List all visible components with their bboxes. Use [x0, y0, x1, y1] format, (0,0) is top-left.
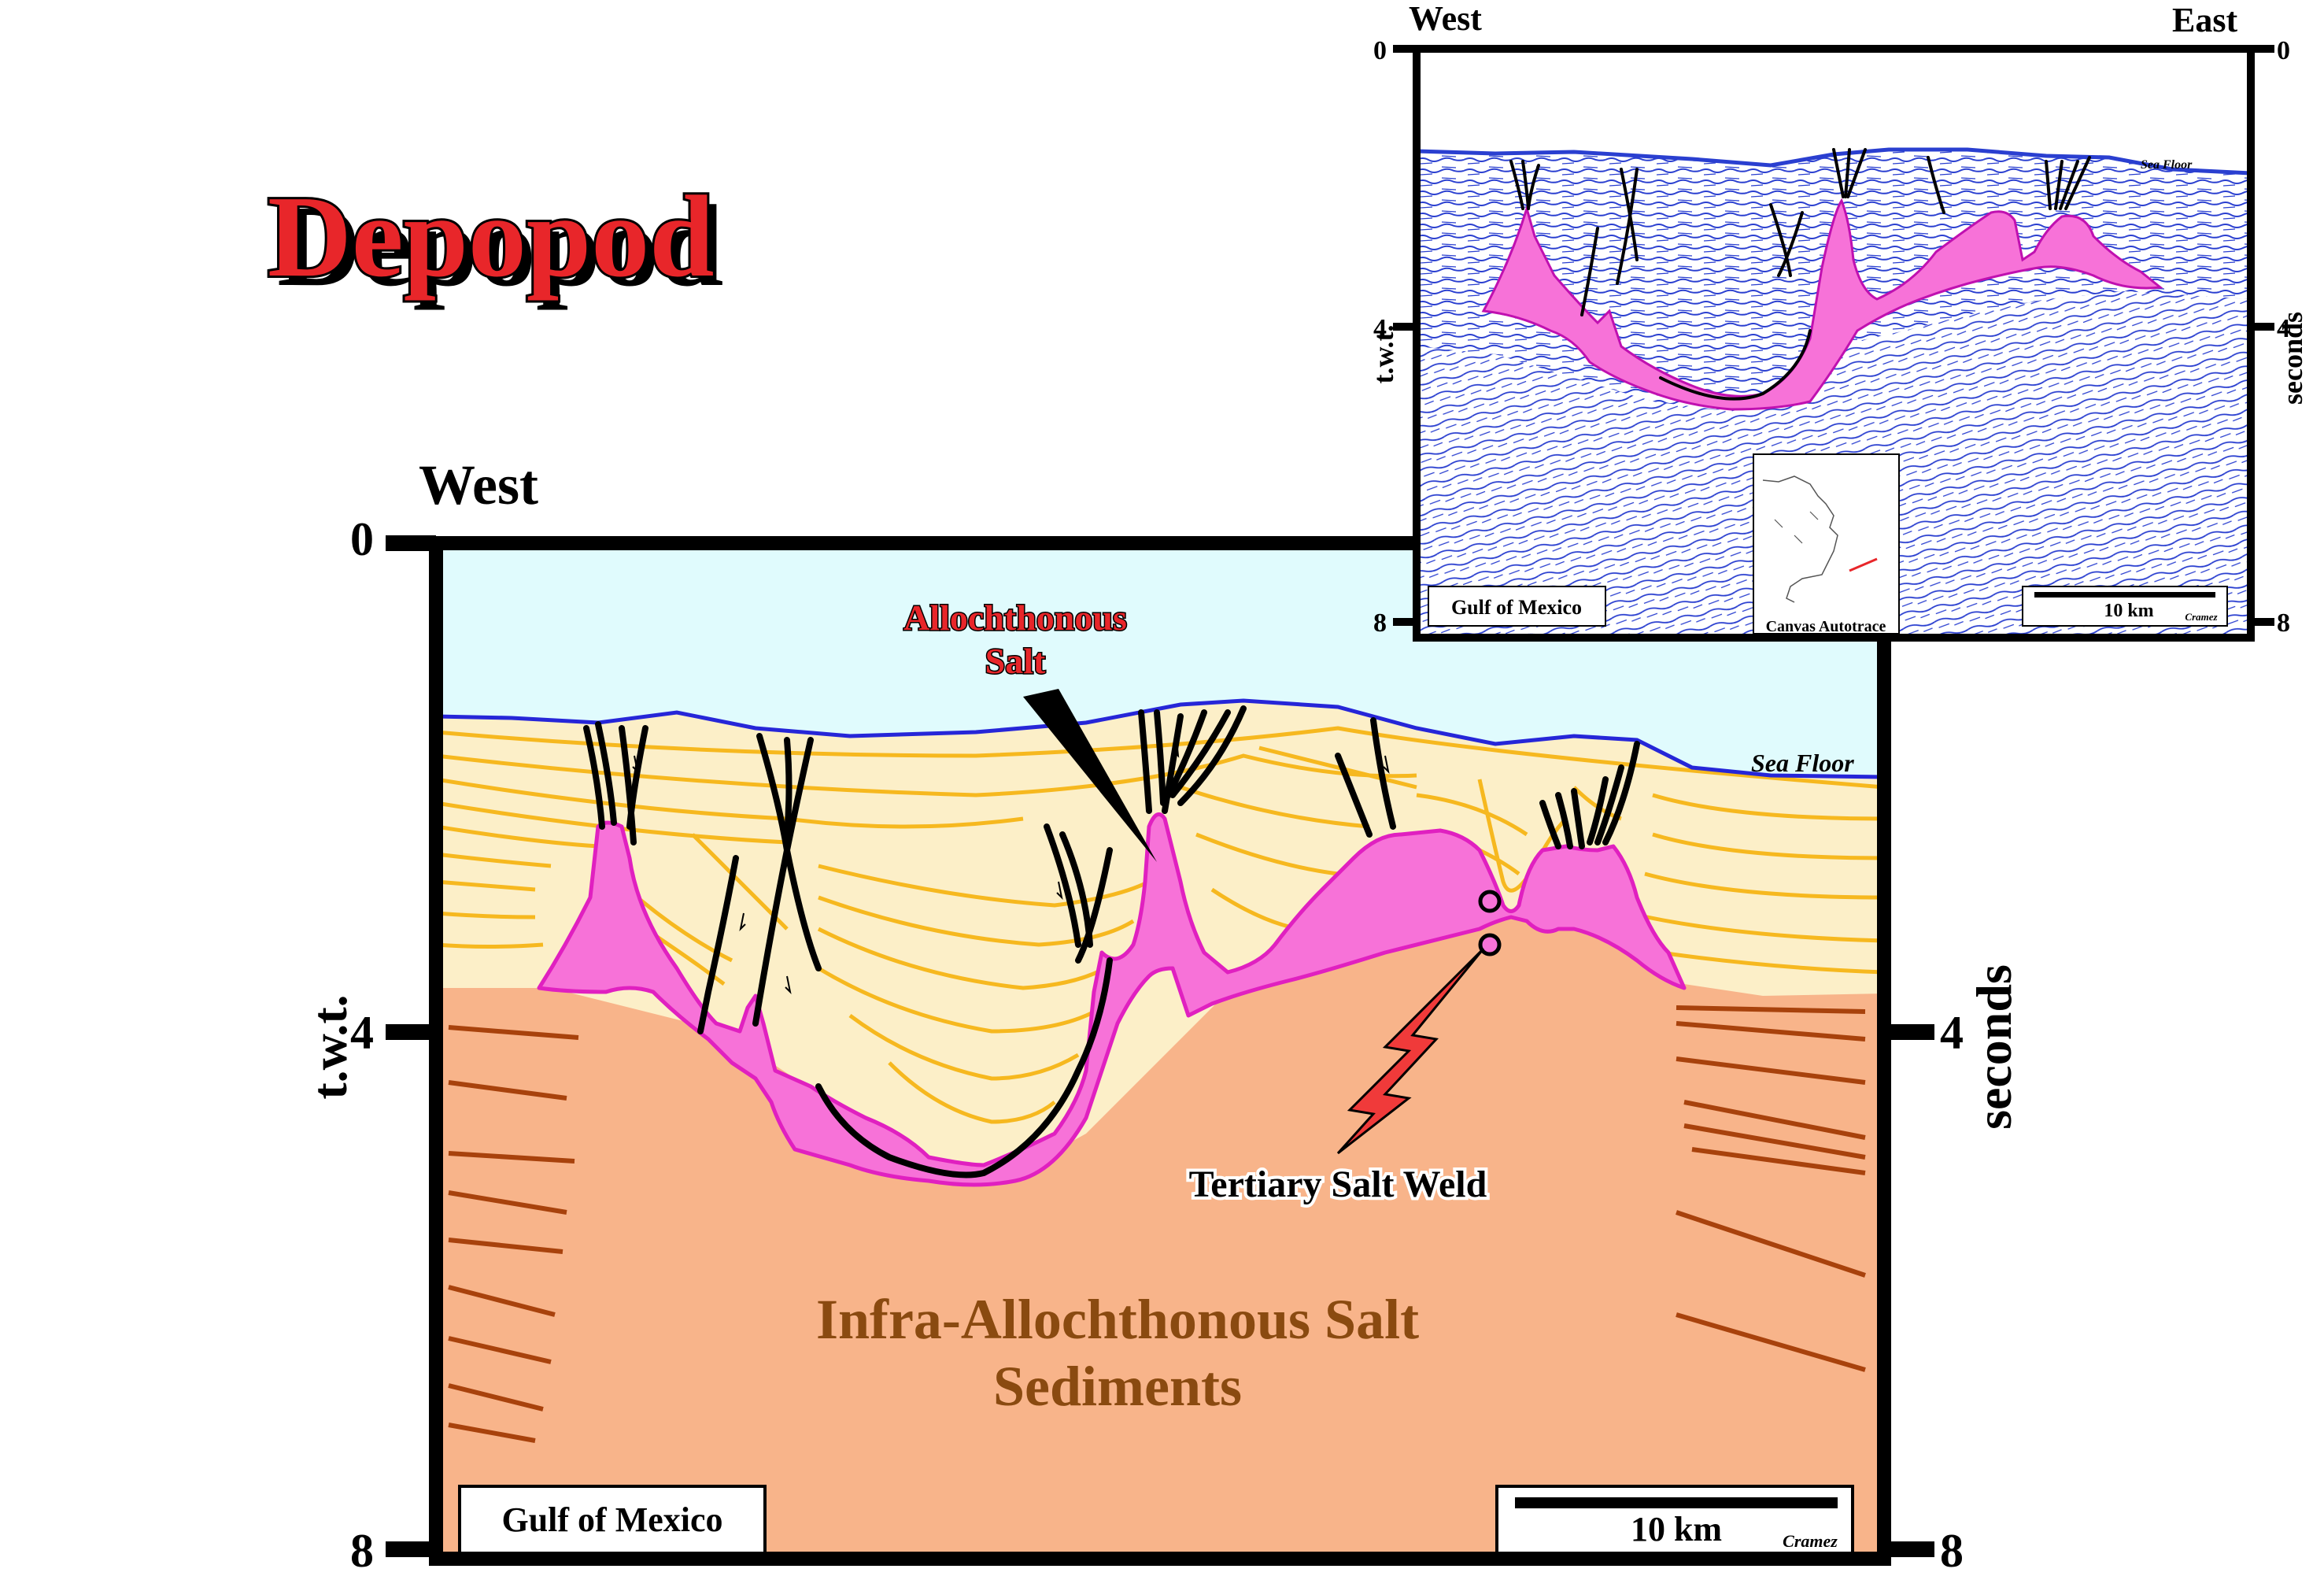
allochthonous-label-line1: Allochthonous [903, 598, 1127, 638]
region-label-box: Gulf of Mexico [458, 1485, 767, 1557]
scale-bar-box: 10 km Cramez [1495, 1485, 1854, 1557]
inset-scale-label: 10 km [2104, 601, 2153, 621]
salt-pointer-arrow [1023, 689, 1157, 862]
main-tick-8-left: 8 [350, 1525, 374, 1577]
section-location-line [1849, 557, 1878, 572]
inset-tick-0-left: 0 [1373, 36, 1387, 65]
inset-tick-0-right: 0 [2277, 36, 2290, 65]
sea-floor-label: Sea Floor [1751, 749, 1854, 777]
weld-markers [1478, 890, 1502, 956]
inset-right-axis-label: seconds [2277, 312, 2308, 405]
inset-tick-8-left: 8 [1373, 609, 1387, 638]
allochthonous-label-line2: Salt [985, 641, 1046, 681]
main-tick-4-left: 4 [350, 1007, 374, 1059]
weld-lightning-icon [1336, 947, 1485, 1155]
infra-salt-horizons [448, 1005, 1866, 1443]
inset-scale-bar [2034, 592, 2215, 598]
inset-section: Sea Floor Canvas Autotrace Gulf of Mexic… [1368, 0, 2308, 642]
main-direction-label: West [419, 453, 538, 516]
inset-west-label: West [1409, 0, 1482, 38]
inset-credit-label: Cramez [2185, 611, 2218, 623]
main-right-axis-label: seconds [1966, 964, 2022, 1130]
region-label: Gulf of Mexico [501, 1500, 722, 1539]
main-tick-4-right: 4 [1940, 1007, 1964, 1059]
page-title-shadow: Depopod [277, 182, 724, 311]
credit-label: Cramez [1783, 1531, 1838, 1551]
infra-salt-sediment [436, 913, 1884, 1559]
main-ticks [386, 535, 1934, 1557]
inset-east-label: East [2172, 1, 2237, 39]
growth-faults [583, 705, 1640, 1178]
infra-label-line1: Infra-Allochthonous Salt [816, 1288, 1419, 1351]
inset-scale-box: 10 km Cramez [2022, 586, 2228, 627]
inset-tick-8-right: 8 [2277, 609, 2290, 638]
page-title-group: Depopod Depopod [265, 170, 724, 311]
main-section: Sea Floor Allochthonous Salt Tertiary Sa… [301, 453, 2022, 1577]
allochthonous-salt [537, 812, 1687, 1187]
inset-tick-4-left: 4 [1373, 314, 1387, 343]
scale-label: 10 km [1631, 1510, 1722, 1548]
inset-region-label: Gulf of Mexico [1451, 596, 1582, 619]
main-tick-0: 0 [350, 513, 374, 565]
infra-label-line2: Sediments [993, 1355, 1242, 1418]
inset-frame [1413, 45, 2255, 642]
fault-arrows [632, 739, 1390, 995]
sea-floor-line [436, 698, 1884, 779]
inset-ticks [1393, 45, 2274, 626]
inset-salt [1481, 198, 2163, 411]
gulf-coastline-map [1762, 475, 1838, 603]
main-left-axis-label: t.w.t. [301, 994, 357, 1099]
inset-sea-floor-label: Sea Floor [2141, 158, 2193, 172]
main-frame [429, 536, 1891, 1566]
inset-sea-floor [1417, 147, 2251, 176]
page-title: Depopod [268, 172, 715, 302]
inset-map-box: Canvas Autotrace [1753, 453, 1900, 635]
inset-region-box: Gulf of Mexico [1428, 586, 1606, 627]
inset-left-axis-label: t.w.t. [1368, 325, 1399, 384]
inset-map-caption: Canvas Autotrace [1766, 618, 1886, 635]
inset-tick-4-right: 4 [2277, 314, 2290, 343]
main-tick-8-right: 8 [1940, 1525, 1964, 1577]
scale-bar [1515, 1497, 1838, 1508]
weld-label: Tertiary Salt Weld [1189, 1164, 1487, 1205]
inset-faults [1509, 148, 2091, 401]
